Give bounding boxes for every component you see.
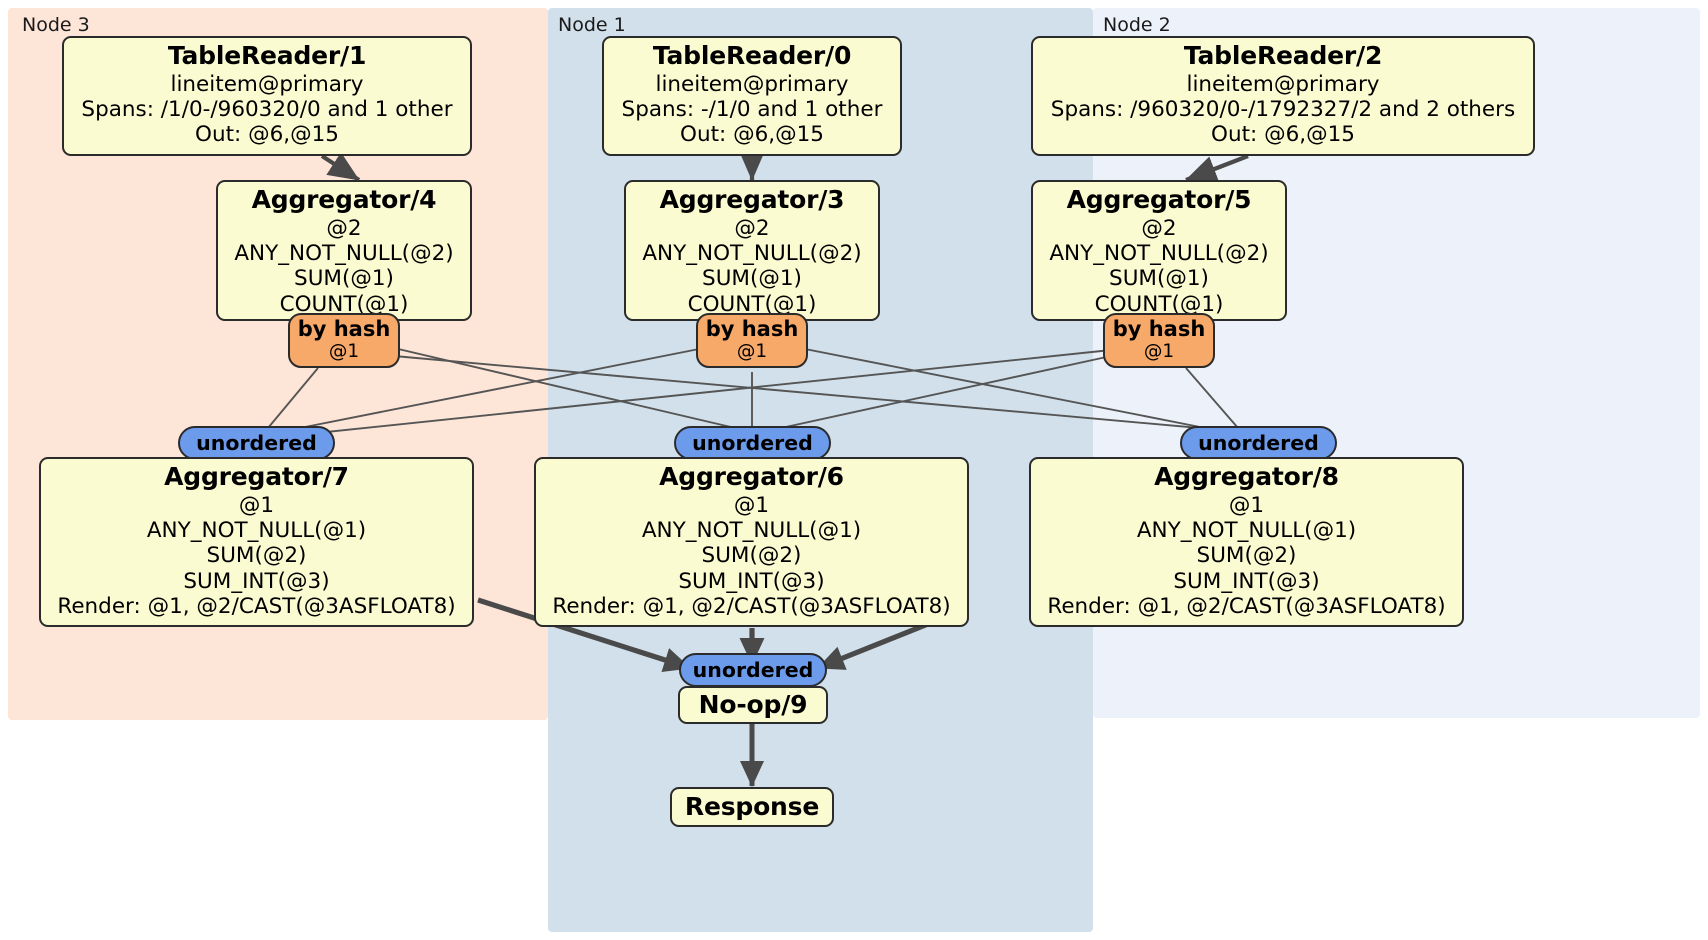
- processor-line: lineitem@primary: [655, 71, 849, 97]
- processor-line: lineitem@primary: [170, 71, 364, 97]
- processor-line: ANY_NOT_NULL(@2): [234, 240, 454, 266]
- processor-tablereader-0[interactable]: TableReader/0 lineitem@primary Spans: -/…: [602, 36, 902, 156]
- processor-line: Out: @6,@15: [680, 122, 824, 148]
- processor-title: No-op/9: [698, 690, 808, 720]
- processor-line: SUM_INT(@3): [183, 568, 330, 594]
- processor-title: Aggregator/3: [659, 185, 845, 214]
- node-label-node1: Node 1: [558, 14, 626, 36]
- router-unordered-center[interactable]: unordered: [674, 426, 831, 460]
- processor-line: Render: @1, @2/CAST(@3ASFLOAT8): [1047, 593, 1446, 619]
- processor-line: ANY_NOT_NULL(@1): [146, 517, 367, 543]
- processor-line: Render: @1, @2/CAST(@3ASFLOAT8): [552, 593, 951, 619]
- processor-line: Spans: -/1/0 and 1 other: [621, 96, 883, 122]
- router-type-label: unordered: [1198, 430, 1319, 455]
- router-unordered-right[interactable]: unordered: [1180, 426, 1337, 460]
- router-type-label: unordered: [692, 657, 814, 682]
- processor-title: TableReader/2: [1183, 41, 1383, 70]
- processor-line: @1: [238, 492, 275, 518]
- router-type-label: unordered: [692, 430, 813, 455]
- router-unordered-left[interactable]: unordered: [178, 426, 335, 460]
- processor-aggregator-7[interactable]: Aggregator/7 @1 ANY_NOT_NULL(@1) SUM(@2)…: [39, 457, 474, 627]
- router-by-hash-right[interactable]: by hash @1: [1103, 313, 1215, 368]
- processor-line: Render: @1, @2/CAST(@3ASFLOAT8): [57, 593, 456, 619]
- processor-line: @2: [734, 215, 770, 241]
- processor-response[interactable]: Response: [670, 787, 834, 827]
- processor-title: Aggregator/8: [1154, 462, 1339, 491]
- processor-line: Spans: /960320/0-/1792327/2 and 2 others: [1050, 96, 1516, 122]
- processor-line: ANY_NOT_NULL(@1): [641, 517, 862, 543]
- processor-aggregator-3[interactable]: Aggregator/3 @2 ANY_NOT_NULL(@2) SUM(@1)…: [624, 180, 880, 321]
- processor-line: Spans: /1/0-/960320/0 and 1 other: [81, 96, 453, 122]
- processor-line: @2: [326, 215, 362, 241]
- processor-line: SUM(@1): [1109, 266, 1209, 292]
- processor-line: @1: [1228, 492, 1265, 518]
- processor-line: ANY_NOT_NULL(@2): [642, 240, 862, 266]
- router-by-hash-center[interactable]: by hash @1: [696, 313, 808, 368]
- node-label-node2: Node 2: [1103, 14, 1171, 36]
- processor-line: SUM(@2): [1196, 543, 1297, 569]
- processor-line: COUNT(@1): [687, 291, 817, 317]
- processor-line: Out: @6,@15: [195, 122, 339, 148]
- processor-tablereader-1[interactable]: TableReader/1 lineitem@primary Spans: /1…: [62, 36, 472, 156]
- processor-line: ANY_NOT_NULL(@2): [1049, 240, 1269, 266]
- router-column-label: @1: [1143, 341, 1175, 363]
- processor-line: ANY_NOT_NULL(@1): [1136, 517, 1357, 543]
- processor-line: SUM_INT(@3): [678, 568, 825, 594]
- processor-line: SUM(@2): [206, 543, 307, 569]
- processor-aggregator-6[interactable]: Aggregator/6 @1 ANY_NOT_NULL(@1) SUM(@2)…: [534, 457, 969, 627]
- processor-title: TableReader/0: [652, 41, 852, 70]
- processor-aggregator-5[interactable]: Aggregator/5 @2 ANY_NOT_NULL(@2) SUM(@1)…: [1031, 180, 1287, 321]
- processor-line: SUM(@1): [702, 266, 802, 292]
- router-type-label: by hash: [705, 317, 799, 342]
- router-type-label: unordered: [196, 430, 317, 455]
- node-label-node3: Node 3: [22, 14, 90, 36]
- processor-line: SUM(@1): [294, 266, 394, 292]
- processor-line: Out: @6,@15: [1211, 122, 1355, 148]
- processor-noop-9[interactable]: No-op/9: [678, 686, 828, 724]
- router-by-hash-left[interactable]: by hash @1: [288, 313, 400, 368]
- processor-tablereader-2[interactable]: TableReader/2 lineitem@primary Spans: /9…: [1031, 36, 1535, 156]
- router-type-label: by hash: [297, 317, 391, 342]
- processor-aggregator-4[interactable]: Aggregator/4 @2 ANY_NOT_NULL(@2) SUM(@1)…: [216, 180, 472, 321]
- processor-line: @1: [733, 492, 770, 518]
- router-column-label: @1: [736, 341, 768, 363]
- processor-aggregator-8[interactable]: Aggregator/8 @1 ANY_NOT_NULL(@1) SUM(@2)…: [1029, 457, 1464, 627]
- router-unordered-final[interactable]: unordered: [679, 653, 827, 687]
- router-type-label: by hash: [1112, 317, 1206, 342]
- processor-title: Aggregator/4: [251, 185, 437, 214]
- processor-line: COUNT(@1): [1094, 291, 1224, 317]
- processor-title: Aggregator/7: [164, 462, 349, 491]
- processor-title: Aggregator/6: [659, 462, 844, 491]
- processor-title: TableReader/1: [167, 41, 367, 70]
- router-column-label: @1: [328, 341, 360, 363]
- processor-line: lineitem@primary: [1186, 71, 1380, 97]
- processor-line: COUNT(@1): [279, 291, 409, 317]
- processor-line: SUM(@2): [701, 543, 802, 569]
- processor-line: @2: [1141, 215, 1177, 241]
- processor-title: Aggregator/5: [1066, 185, 1252, 214]
- processor-title: Response: [684, 792, 820, 822]
- processor-line: SUM_INT(@3): [1173, 568, 1320, 594]
